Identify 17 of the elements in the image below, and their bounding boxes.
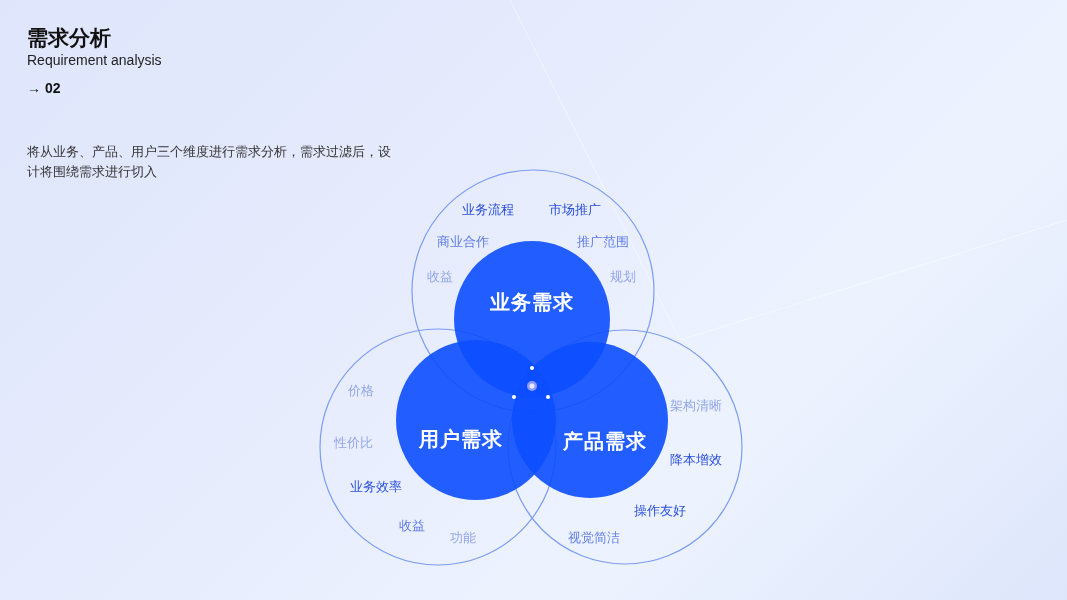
circle-node: 产品需求	[512, 342, 668, 498]
section-number: → 02	[27, 80, 61, 96]
keyword-label: 市场推广	[549, 201, 601, 219]
keyword-label: 操作友好	[634, 502, 686, 520]
keyword-label: 收益	[427, 268, 453, 286]
keyword-label: 业务流程	[462, 201, 514, 219]
keyword-label: 降本增效	[670, 451, 722, 469]
keyword-label: 收益	[399, 517, 425, 535]
page-title: 需求分析	[27, 25, 111, 51]
keyword-label: 功能	[450, 529, 476, 547]
keyword-label: 视觉简洁	[568, 529, 620, 547]
keyword-label: 价格	[348, 382, 374, 400]
keyword-label: 规划	[610, 268, 636, 286]
keyword-label: 性价比	[333, 434, 373, 452]
keyword-label: 架构清晰	[670, 397, 722, 415]
subtitle: Requirement analysis	[27, 52, 162, 68]
description-text: 将从业务、产品、用户三个维度进行需求分析，需求过滤后，设计将围绕需求进行切入	[27, 143, 392, 181]
